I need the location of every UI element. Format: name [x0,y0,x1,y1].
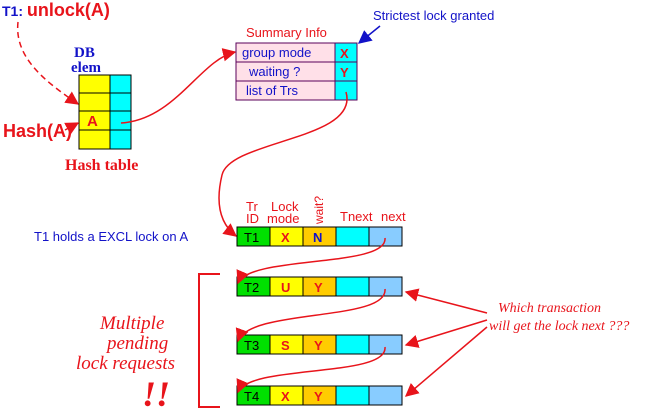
t3-id: T3 [244,338,259,353]
pending-label-line1: Multiple [99,313,164,334]
t4-wait: Y [314,389,323,404]
hash-table: A [78,74,132,150]
pending-bracket [198,273,220,408]
question-arrow-t4 [404,326,488,397]
col-header-lock: Lock [271,199,299,214]
t2-to-t3-arrow [235,288,386,343]
holder-label: T1 holds a EXCL lock on A [34,229,188,244]
strictest-label: Strictest lock granted [373,8,494,23]
question-label-line2: will get the lock next ??? [489,319,629,334]
t2-wait: Y [314,280,323,295]
summary-row-waiting-label: waiting ? [248,64,300,79]
question-arrow-t3 [404,319,488,348]
unlock-label: T1: unlock(A) [2,0,110,20]
summary-to-t1-arrow [218,91,348,237]
col-header-id: ID [246,211,259,226]
transaction-row-t4: T4 X Y [236,385,403,406]
col-header-tr: Tr [246,199,258,214]
pending-label-line2: pending [105,333,168,354]
summary-row-group-mode-label: group mode [242,45,311,60]
summary-row-list-label: list of Trs [246,83,299,98]
hash-to-summary-arrow [120,48,237,124]
col-header-tnext: Tnext [340,209,373,224]
hash-table-caption: Hash table [65,157,138,174]
question-arrow-t2 [404,288,488,314]
transaction-row-t1: T1 X N [236,226,403,247]
col-header-next: next [381,209,406,224]
t1-id: T1 [244,230,259,245]
t2-mode: U [281,280,290,295]
unlock-dashed-arrow [17,21,80,105]
hash-table-key: A [87,113,98,130]
t3-wait: Y [314,338,323,353]
strictest-arrow [357,25,381,44]
t1-mode: X [281,230,290,245]
transaction-row-t3: T3 S Y [236,334,403,355]
summary-info-title: Summary Info [246,25,327,40]
summary-row-group-mode-value: X [340,46,349,61]
transaction-row-t2: T2 U Y [236,276,403,297]
summary-row-waiting-value: Y [340,65,349,80]
hash-label: Hash(A) [3,121,72,141]
pending-label-line3: lock requests [76,353,175,374]
col-header-mode: mode [267,211,300,226]
t3-mode: S [281,338,290,353]
exclamation-marks: !! [142,374,170,411]
t2-id: T2 [244,280,259,295]
t4-mode: X [281,389,290,404]
t1-to-t2-arrow [236,237,386,285]
db-elem-label-line1: DB [74,45,95,61]
t1-wait: N [313,230,322,245]
t3-to-t4-arrow [236,346,386,394]
summary-info-table: group mode X waiting ? Y list of Trs [235,42,358,101]
unlock-prefix: T1: [2,3,27,19]
t4-id: T4 [244,389,259,404]
db-elem-label-line2: elem [71,60,101,76]
question-label-line1: Which transaction [498,301,601,316]
col-header-wait: wait? [312,196,326,225]
unlock-call: unlock(A) [27,0,110,20]
hash-arrow [64,122,80,135]
